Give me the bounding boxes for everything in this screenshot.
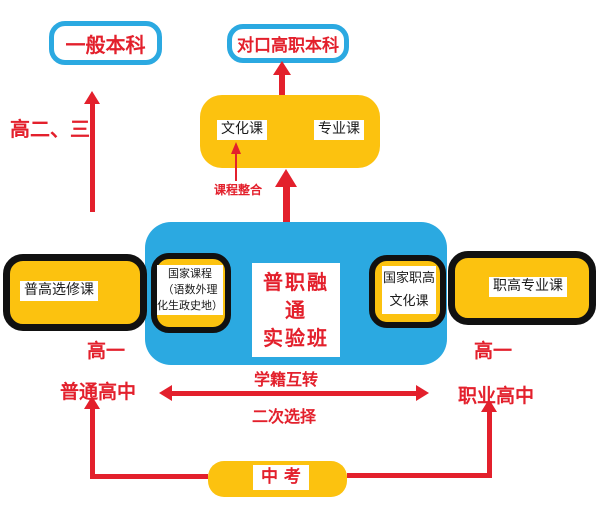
label-experiment-class: 普职融通 实验班 — [252, 263, 340, 357]
arrow-line-integration-to-culture — [235, 153, 237, 181]
label-vocational-major: 职高专业课 — [489, 277, 567, 297]
arrow-up-class-to-integration-icon — [275, 169, 297, 187]
label-national-course-line2: （语数外理 — [162, 283, 218, 296]
double-arrow-line — [170, 391, 418, 396]
arrow-line-class-to-integration — [283, 186, 290, 222]
arrow-line-to-vocational-undergrad — [279, 74, 285, 95]
arrow-up-to-general-undergrad-icon — [84, 91, 100, 104]
label-general-elective: 普高选修课 — [20, 281, 98, 301]
arrow-up-to-vocational-high-icon — [481, 399, 497, 412]
label-course-integration: 课程整合 — [214, 183, 263, 197]
label-grade-1-left: 高一 — [87, 340, 126, 362]
label-middle-exam: 中 考 — [253, 465, 309, 491]
label-culture-course: 文化课 — [217, 120, 267, 140]
exam-to-general-vline — [90, 407, 95, 479]
label-major-course: 专业课 — [314, 120, 364, 140]
label-national-course-line3: 化生政史地） — [157, 299, 223, 312]
double-arrow-left-head-icon — [159, 385, 172, 401]
label-status-transfer: 学籍互转 — [254, 370, 319, 389]
label-national-course: 国家课程 （语数外理 化生政史地） — [157, 265, 223, 315]
exam-to-general-hline — [91, 474, 208, 479]
node-general-undergrad: 一般本科 — [49, 21, 162, 65]
node-vocational-undergrad: 对口高职本科 — [227, 24, 349, 63]
exam-to-vocational-vline — [487, 410, 492, 478]
label-vocational-culture: 国家职高 文化课 — [382, 266, 436, 314]
arrow-up-to-general-high-icon — [84, 396, 100, 409]
label-general-high-school: 普通高中 — [60, 381, 137, 403]
label-second-choice: 二次选择 — [252, 407, 317, 426]
label-experiment-class-line1: 普职融通 — [263, 270, 329, 322]
arrow-up-to-vocational-undergrad-icon — [273, 61, 291, 75]
arrow-line-to-general-undergrad — [90, 104, 95, 212]
arrow-up-integration-to-culture-icon — [231, 142, 241, 154]
label-grade-1-right: 高一 — [474, 340, 513, 362]
double-arrow-right-head-icon — [416, 385, 429, 401]
exam-to-vocational-hline — [347, 473, 492, 478]
label-grade-2-3: 高二、三 — [10, 117, 90, 141]
label-national-course-line1: 国家课程 — [168, 267, 212, 280]
label-experiment-class-line2: 实验班 — [263, 326, 329, 350]
label-vocational-culture-line2: 文化课 — [389, 294, 429, 309]
label-vocational-high-school: 职业高中 — [458, 385, 535, 407]
label-vocational-culture-line1: 国家职高 — [382, 271, 435, 286]
